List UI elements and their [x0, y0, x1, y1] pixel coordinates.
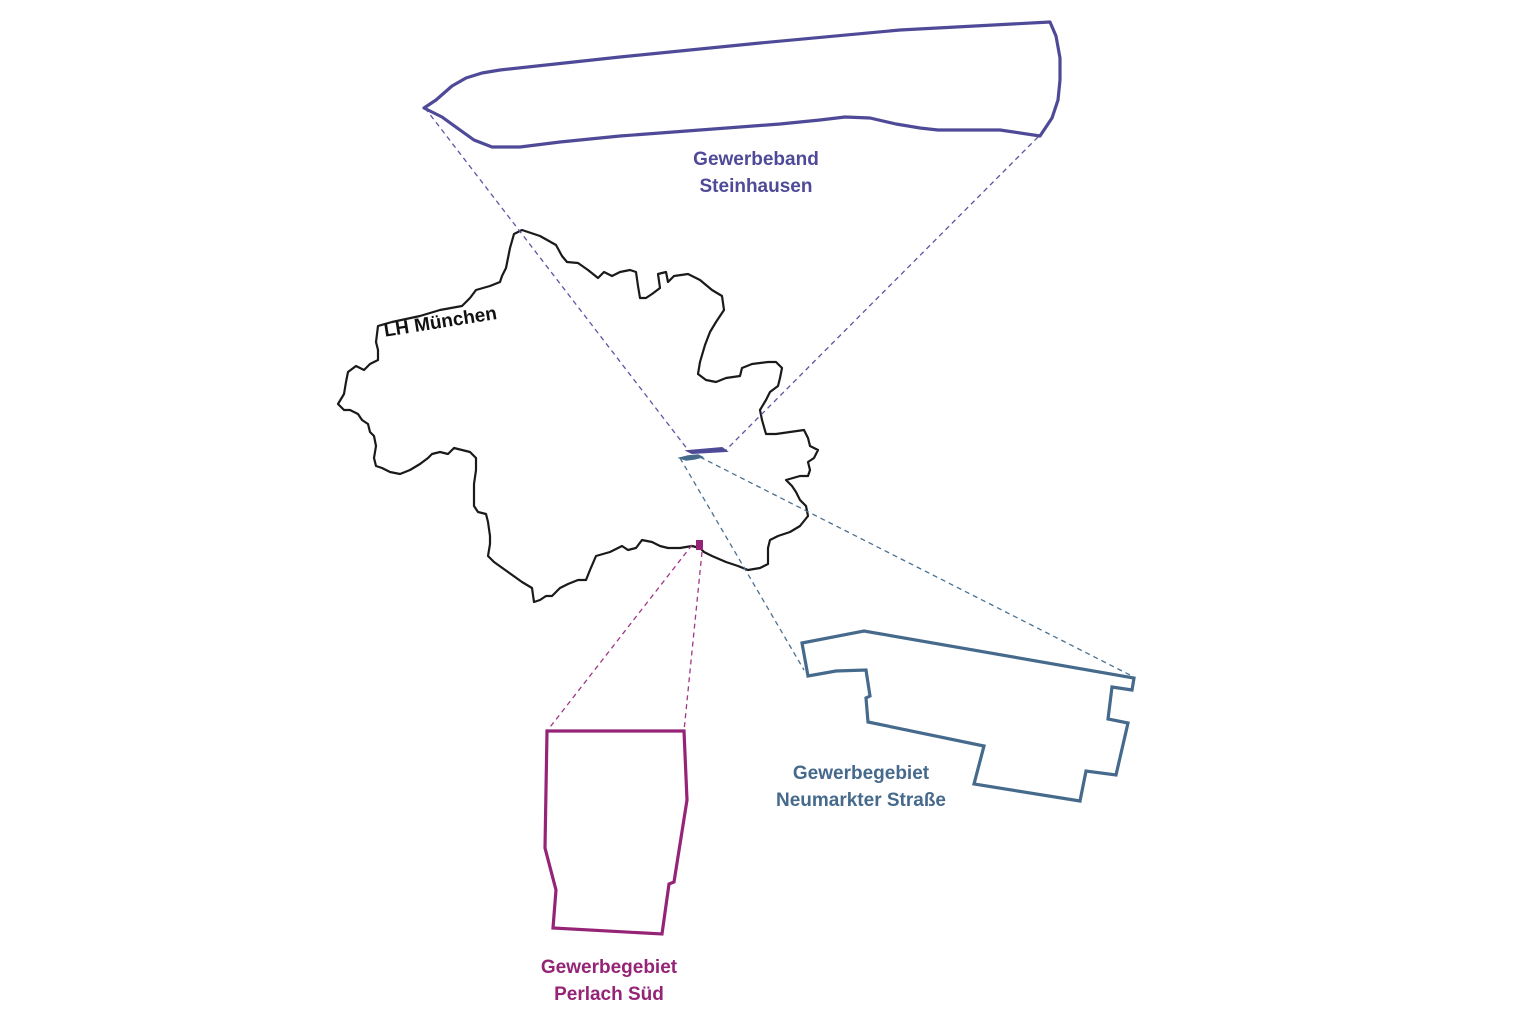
neumarkter-mini-marker	[677, 454, 705, 461]
neumarkter-connector-left	[679, 457, 805, 671]
steinhausen-mini-marker	[684, 446, 729, 455]
neumarkter-area-outline	[800, 629, 1136, 803]
neumarkter-label: Gewerbegebiet Neumarkter Straße	[741, 760, 981, 814]
steinhausen-connector-left	[424, 107, 689, 451]
steinhausen-connector-right	[725, 136, 1039, 451]
steinhausen-area-outline	[422, 20, 1062, 149]
munich-city-boundary	[336, 228, 820, 604]
perlach-connector-left	[546, 544, 693, 732]
steinhausen-label-line2: Steinhausen	[699, 176, 813, 197]
perlach-area-outline	[543, 729, 689, 936]
perlach-label-line2: Perlach Süd	[554, 984, 664, 1005]
steinhausen-label: Gewerbeband Steinhausen	[656, 146, 856, 200]
perlach-mini-marker	[696, 540, 703, 550]
neumarkter-label-line2: Neumarkter Straße	[775, 790, 947, 811]
perlach-label-line1: Gewerbegebiet	[540, 957, 678, 978]
perlach-label: Gewerbegebiet Perlach Süd	[509, 954, 709, 1008]
perlach-connector-right	[683, 551, 703, 732]
neumarkter-label-line1: Gewerbegebiet	[792, 763, 930, 784]
steinhausen-label-line1: Gewerbeband	[693, 149, 819, 170]
